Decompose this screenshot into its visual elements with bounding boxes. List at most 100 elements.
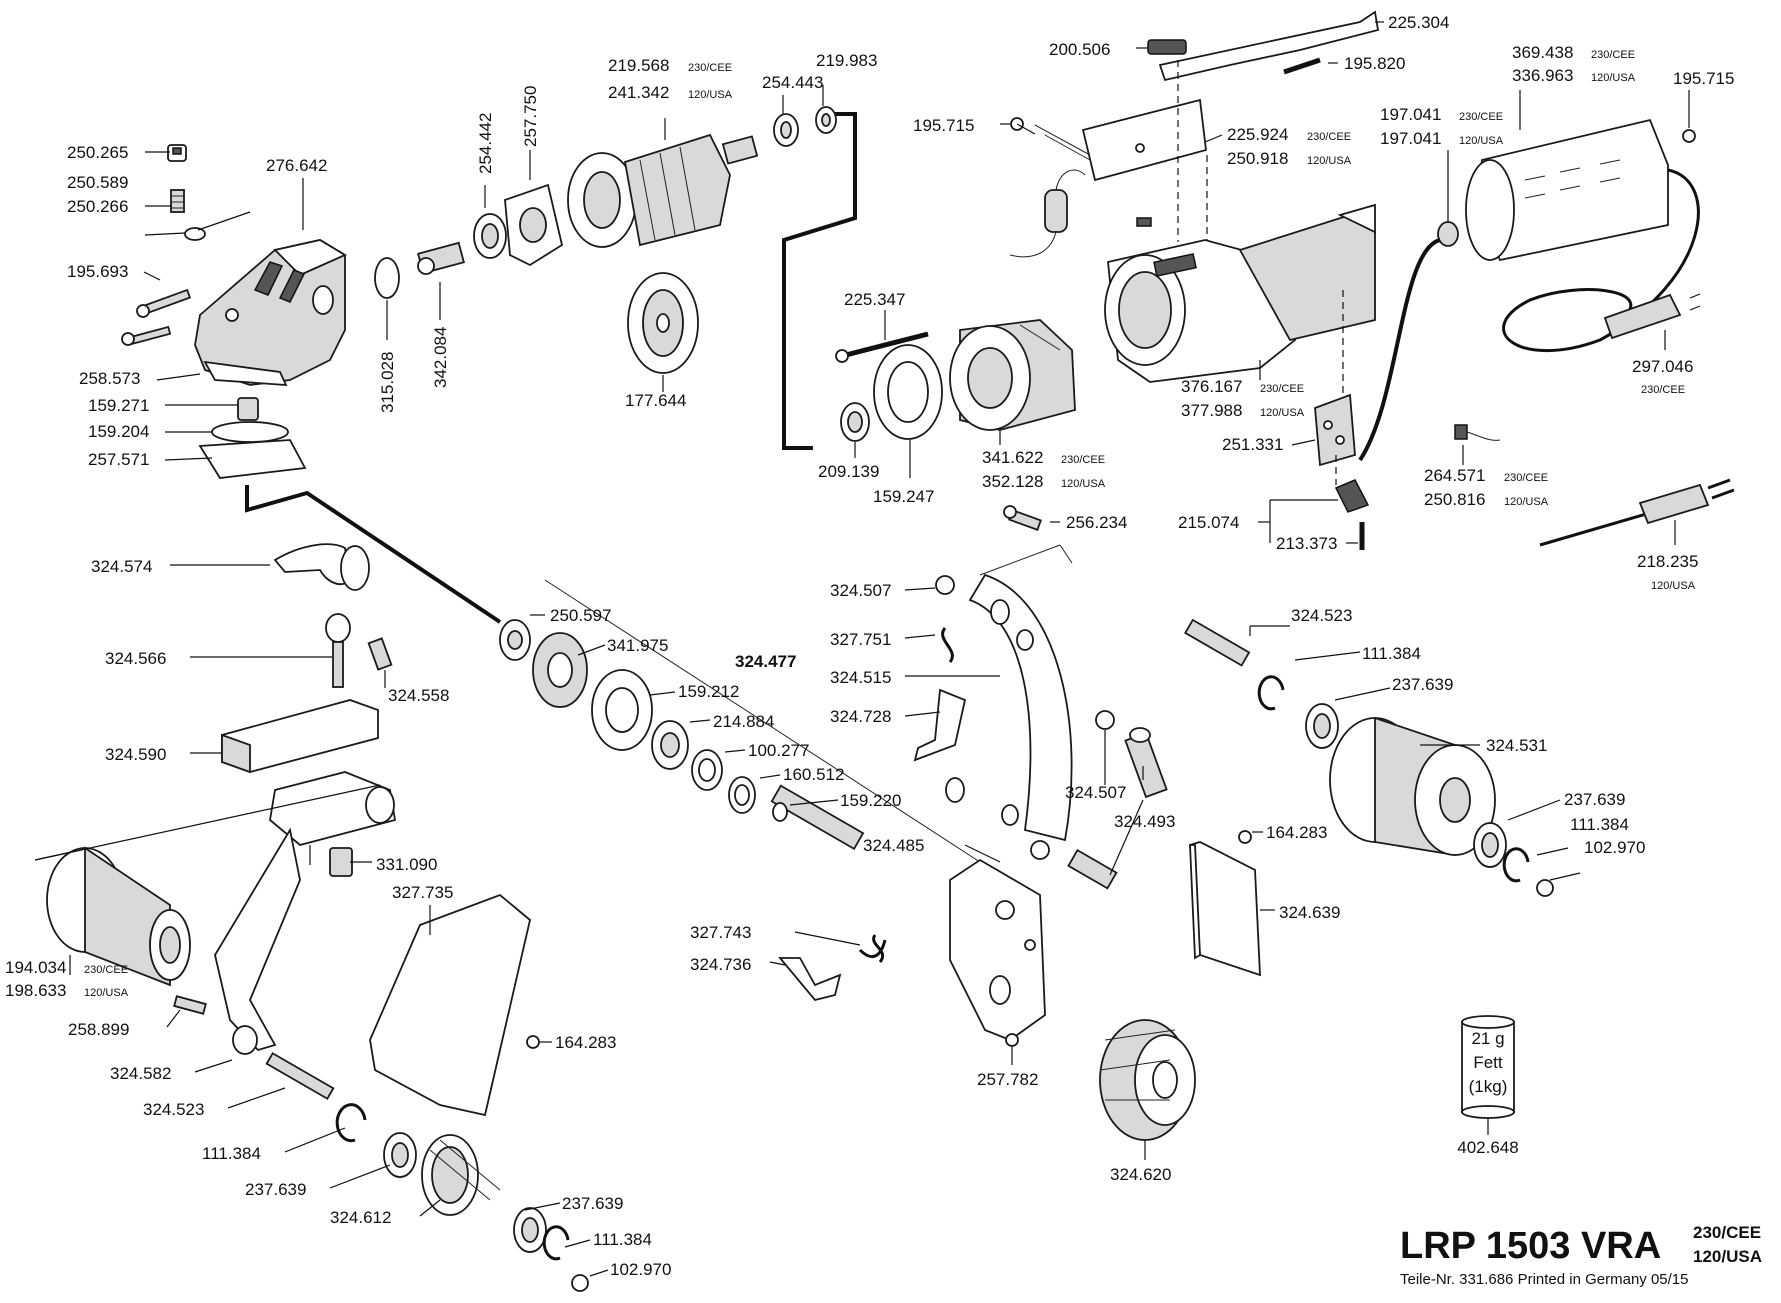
label-352128: 352.128 bbox=[982, 472, 1043, 491]
label-315028: 315.028 bbox=[378, 352, 397, 413]
label-324574: 324.574 bbox=[91, 557, 152, 576]
label-159204: 159.204 bbox=[88, 422, 149, 441]
lever-324574-icon bbox=[273, 543, 370, 591]
capacitor-icon bbox=[1009, 169, 1086, 258]
bearing-237639-a-icon bbox=[1305, 703, 1339, 749]
leader-lines bbox=[34, 21, 1690, 1277]
label-342084: 342.084 bbox=[431, 327, 450, 388]
label-195715-a: 195.715 bbox=[913, 116, 974, 135]
label-195715-b: 195.715 bbox=[1673, 69, 1734, 88]
small-clip-icon bbox=[1136, 217, 1152, 227]
label-369438: 369.438 bbox=[1512, 43, 1573, 62]
label-297046: 297.046 bbox=[1632, 357, 1693, 376]
block-324590-icon bbox=[221, 699, 379, 774]
bearing-254443-icon bbox=[773, 113, 799, 147]
label-250918: 250.918 bbox=[1227, 149, 1288, 168]
pin-324493-icon bbox=[1124, 727, 1168, 799]
label-324507-a: 324.507 bbox=[830, 581, 891, 600]
svg-text:230/CEE: 230/CEE bbox=[1641, 384, 1685, 396]
label-324531: 324.531 bbox=[1486, 736, 1547, 755]
bearing-209139-icon bbox=[840, 402, 870, 442]
label-258573: 258.573 bbox=[79, 369, 140, 388]
label-276642: 276.642 bbox=[266, 156, 327, 175]
label-159271: 159.271 bbox=[88, 396, 149, 415]
power-cord-197041-icon bbox=[1358, 168, 1700, 462]
svg-text:120/USA: 120/USA bbox=[1260, 407, 1305, 419]
circlip-111384-d-icon bbox=[542, 1225, 570, 1261]
svg-text:120/USA: 120/USA bbox=[688, 89, 733, 101]
pin-324523-b-icon bbox=[265, 1052, 335, 1100]
label-111384-b: 111.384 bbox=[1570, 815, 1629, 834]
label-225347: 225.347 bbox=[844, 290, 905, 309]
label-219568: 219.568 bbox=[608, 56, 669, 75]
label-324523-a: 324.523 bbox=[1291, 606, 1352, 625]
label-327751: 327.751 bbox=[830, 630, 891, 649]
screw-256234-icon bbox=[1003, 505, 1042, 531]
clip-324728-icon bbox=[913, 688, 967, 762]
label-215074: 215.074 bbox=[1178, 513, 1239, 532]
screw-164283-a-icon bbox=[1238, 830, 1252, 844]
label-111384-d: 111.384 bbox=[593, 1230, 652, 1249]
label-254443: 254.443 bbox=[762, 73, 823, 92]
svg-text:230/CEE: 230/CEE bbox=[1504, 472, 1548, 484]
label-257750: 257.750 bbox=[521, 86, 540, 147]
spring-327743-icon bbox=[858, 934, 887, 963]
ring-100277-icon bbox=[691, 749, 723, 791]
svg-text:120/USA: 120/USA bbox=[1061, 478, 1106, 490]
grease-name: Fett bbox=[1473, 1053, 1503, 1072]
label-324612: 324.612 bbox=[330, 1208, 391, 1227]
lever-arm-324582-icon bbox=[214, 771, 397, 1055]
voltage-230: 230/CEE bbox=[1693, 1223, 1761, 1242]
label-254442: 254.442 bbox=[476, 113, 495, 174]
sleeve-331090-icon bbox=[329, 847, 353, 877]
motor-cover-369438-icon bbox=[1465, 118, 1669, 262]
switch-button-200506-icon bbox=[1147, 39, 1187, 55]
label-327735: 327.735 bbox=[392, 883, 453, 902]
assembly-path-armature bbox=[782, 112, 857, 450]
label-195693: 195.693 bbox=[67, 262, 128, 281]
label-200506: 200.506 bbox=[1049, 40, 1110, 59]
brush-264571-icon bbox=[1454, 424, 1501, 441]
label-264571: 264.571 bbox=[1424, 466, 1485, 485]
label-324558: 324.558 bbox=[388, 686, 449, 705]
svg-text:120/USA: 120/USA bbox=[84, 987, 129, 999]
bearing-219983-icon bbox=[815, 106, 837, 134]
label-160512: 160.512 bbox=[783, 765, 844, 784]
label-198633: 198.633 bbox=[5, 981, 66, 1000]
label-324566: 324.566 bbox=[105, 649, 166, 668]
label-177644: 177.644 bbox=[625, 391, 686, 410]
gasket-257571-icon bbox=[198, 439, 307, 479]
label-164283-a: 164.283 bbox=[1266, 823, 1327, 842]
clip-324736-icon bbox=[778, 957, 842, 1002]
svg-text:230/CEE: 230/CEE bbox=[1591, 49, 1635, 61]
motor-housing-376167-icon bbox=[1104, 203, 1376, 383]
bearing-237639-b-icon bbox=[1473, 822, 1507, 868]
label-250597: 250.597 bbox=[550, 606, 611, 625]
svg-text:230/CEE: 230/CEE bbox=[1307, 131, 1351, 143]
label-324590: 324.590 bbox=[105, 745, 166, 764]
label-102970-a: 102.970 bbox=[1584, 838, 1645, 857]
label-197041-a: 197.041 bbox=[1380, 105, 1441, 124]
label-100277: 100.277 bbox=[748, 741, 809, 760]
label-250589: 250.589 bbox=[67, 173, 128, 192]
label-159247: 159.247 bbox=[873, 487, 934, 506]
svg-text:120/USA: 120/USA bbox=[1591, 72, 1636, 84]
svg-text:120/USA: 120/USA bbox=[1504, 496, 1549, 508]
shaft-159220-icon bbox=[770, 784, 865, 851]
pin-bolt-icon bbox=[1067, 848, 1118, 890]
label-256234: 256.234 bbox=[1066, 513, 1127, 532]
part-number-labels: 250.265 250.266 250.589 276.642 195.693 … bbox=[5, 13, 1734, 1279]
label-225304: 225.304 bbox=[1388, 13, 1449, 32]
screw-225347-icon bbox=[835, 331, 929, 363]
label-341975: 341.975 bbox=[607, 636, 668, 655]
cable-clamp-215074-icon bbox=[1334, 479, 1370, 513]
label-324582: 324.582 bbox=[110, 1064, 171, 1083]
plug-218235-icon bbox=[1539, 478, 1735, 547]
footer-text: Teile-Nr. 331.686 Printed in Germany 05/… bbox=[1400, 1271, 1689, 1288]
plate-327735-icon bbox=[369, 893, 532, 1117]
label-251331: 251.331 bbox=[1222, 435, 1283, 454]
label-324620: 324.620 bbox=[1110, 1165, 1171, 1184]
label-225924: 225.924 bbox=[1227, 125, 1288, 144]
washer-159247-icon bbox=[873, 344, 943, 440]
